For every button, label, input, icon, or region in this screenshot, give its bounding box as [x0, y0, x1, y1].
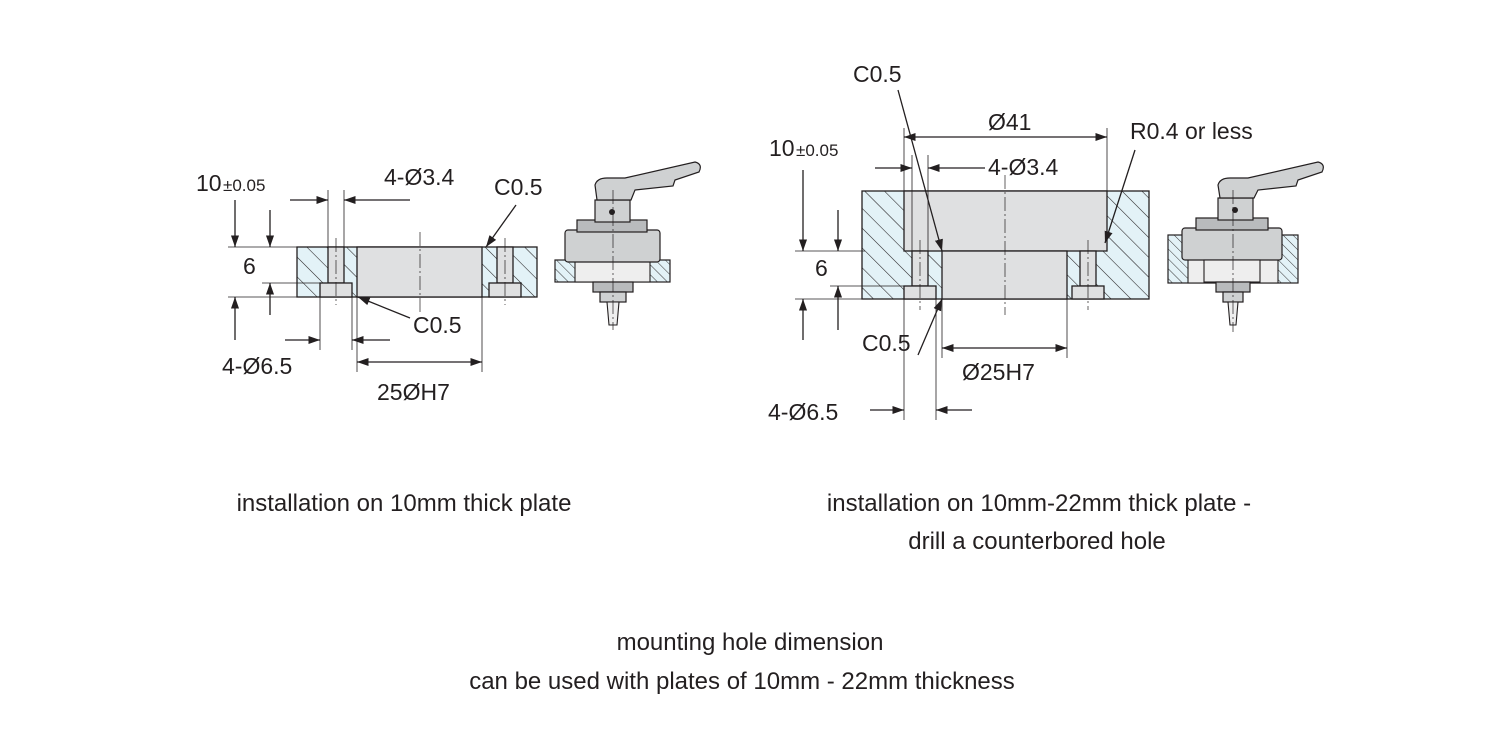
- left-dimension-labels: 10 ±0.05 6 4-Ø3.4 C0.5 C0.5 4-Ø6.5 25ØH7: [196, 164, 543, 405]
- left-section-view: [296, 232, 538, 312]
- left-dim-small-holes: 4-Ø3.4: [384, 164, 455, 190]
- left-dim-thickness: 10: [196, 170, 222, 196]
- right-assembly-illustration: [1167, 161, 1324, 332]
- right-dim-thickness-tol: ±0.05: [796, 141, 838, 160]
- right-chamfer-bottom: C0.5: [862, 330, 911, 356]
- right-caption-line1: installation on 10mm-22mm thick plate -: [827, 490, 1251, 517]
- right-dimensions: [795, 89, 1136, 420]
- right-dim-outer: Ø41: [988, 109, 1031, 135]
- left-chamfer-top: C0.5: [494, 174, 543, 200]
- left-dim-bore: 25ØH7: [377, 379, 450, 405]
- right-dimension-labels: C0.5 Ø41 R0.4 or less 10 ±0.05 4-Ø3.4 6 …: [768, 61, 1253, 425]
- right-radius-note: R0.4 or less: [1130, 118, 1253, 144]
- footer-note: can be used with plates of 10mm - 22mm t…: [469, 668, 1015, 695]
- left-dim-depth: 6: [243, 253, 256, 279]
- left-bore: [356, 246, 483, 298]
- right-dim-bore: Ø25H7: [962, 359, 1035, 385]
- left-assembly-illustration: [554, 161, 701, 330]
- right-dim-counterbore-holes: 4-Ø6.5: [768, 399, 838, 425]
- right-dim-small-holes: 4-Ø3.4: [988, 154, 1059, 180]
- left-dim-counterbore-holes: 4-Ø6.5: [222, 353, 292, 379]
- right-caption-line2: drill a counterbored hole: [908, 528, 1166, 555]
- footer-title: mounting hole dimension: [617, 629, 884, 656]
- left-dimensions: [228, 190, 517, 372]
- left-caption: installation on 10mm thick plate: [237, 490, 572, 517]
- right-bore: [941, 250, 1068, 300]
- right-dim-depth: 6: [815, 255, 828, 281]
- right-chamfer-top: C0.5: [853, 61, 902, 87]
- left-chamfer-bottom: C0.5: [413, 312, 462, 338]
- left-dim-thickness-tol: ±0.05: [223, 176, 265, 195]
- right-dim-thickness: 10: [769, 135, 795, 161]
- right-section-view: [861, 175, 1150, 315]
